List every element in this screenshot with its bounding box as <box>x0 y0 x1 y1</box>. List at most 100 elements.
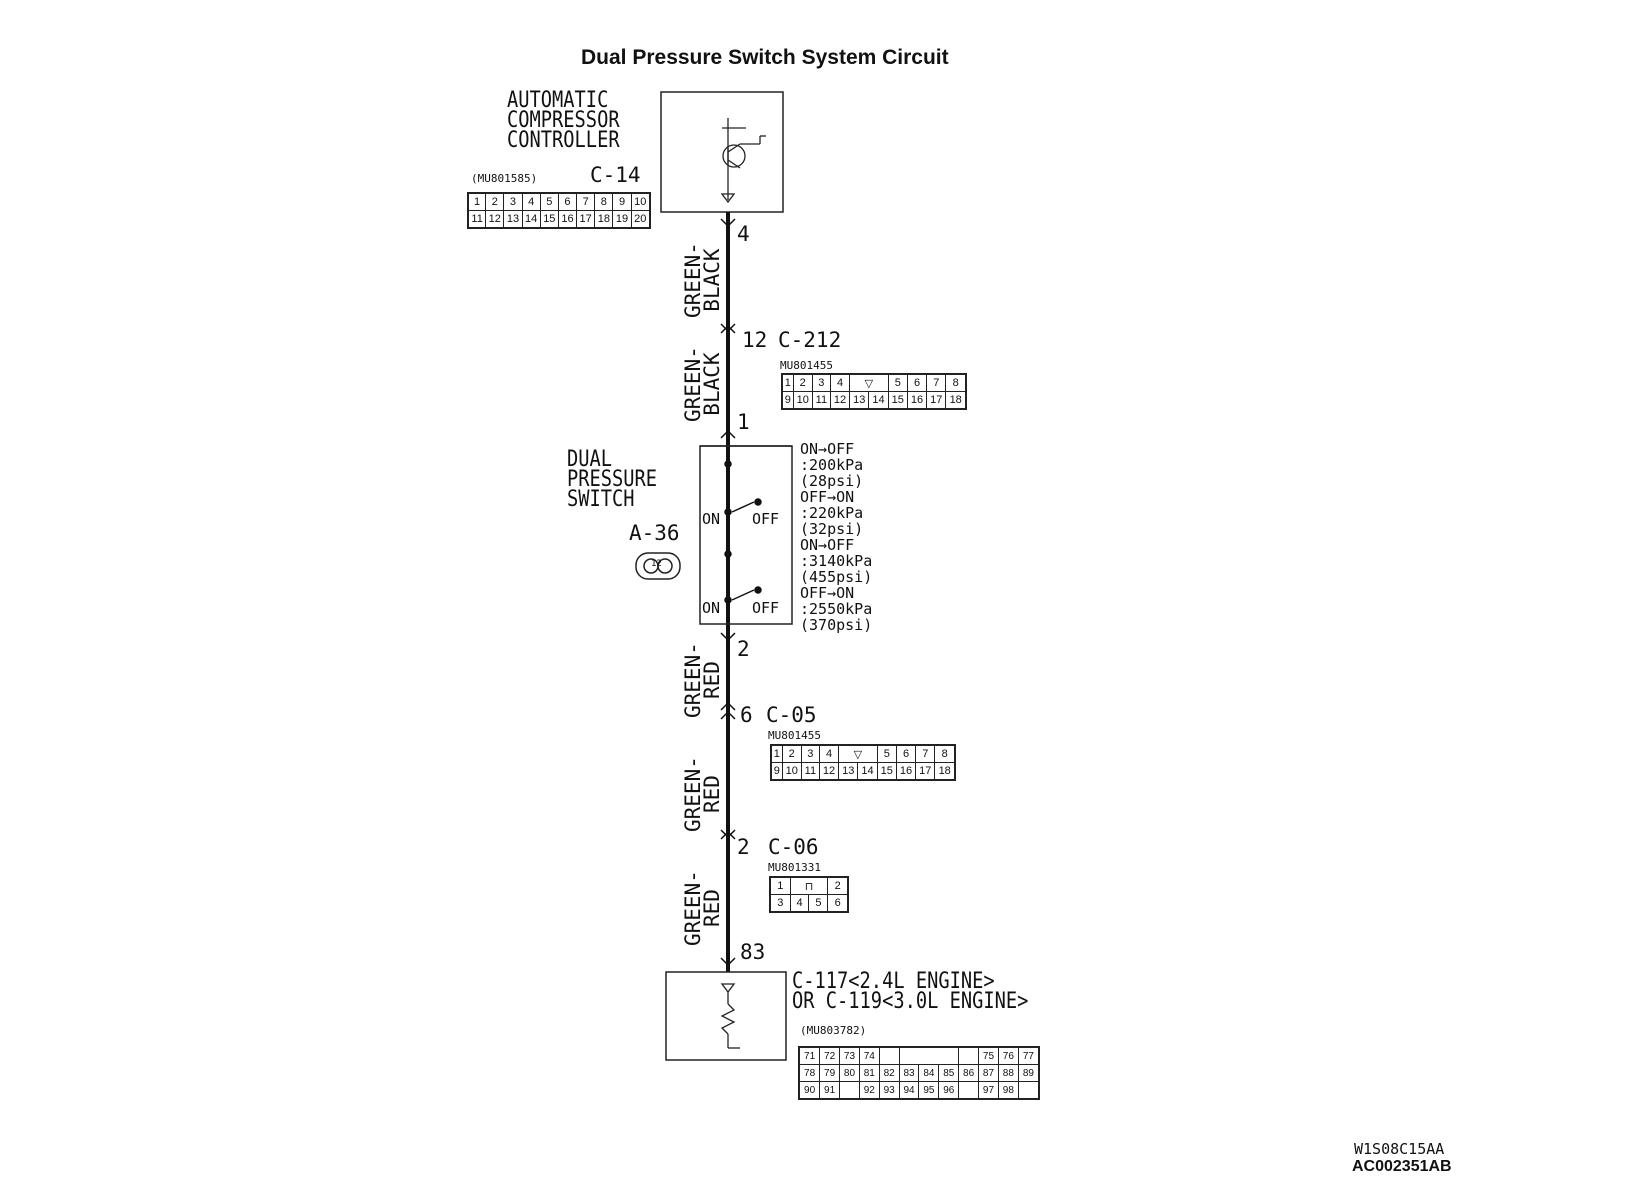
resistor-symbol <box>720 983 740 1049</box>
ecm-part-no: (MU803782) <box>800 1024 867 1037</box>
switch-on-label: ON <box>702 599 721 617</box>
a36-connector-pins: 12 <box>651 559 662 569</box>
pin-cell: 81 <box>858 1064 880 1082</box>
pin-cell: 5 <box>887 373 908 392</box>
connector-marks <box>720 218 736 967</box>
pin-cell: 73 <box>839 1046 860 1065</box>
pin-cell: 14 <box>857 762 878 781</box>
key-cell: ▽ <box>849 373 889 392</box>
pin-cell: 15 <box>887 391 908 410</box>
label-line: AUTOMATIC <box>507 88 609 113</box>
pin-cell: 95 <box>918 1081 940 1100</box>
compressor-controller-label: AUTOMATIC COMPRESSOR CONTROLLER <box>507 88 620 153</box>
pin-cell: 16 <box>906 391 928 410</box>
pin-cell: 96 <box>938 1081 960 1100</box>
pin-cell: 75 <box>978 1046 999 1065</box>
pin-cell: 18 <box>945 391 967 410</box>
pin-cell: 90 <box>798 1081 821 1100</box>
pin-cell: 78 <box>798 1064 821 1082</box>
pin-cell: 2 <box>827 876 849 895</box>
c212-pin-top: 12 <box>742 328 768 352</box>
a36-connector-icon <box>635 552 681 580</box>
label-line: CONTROLLER <box>507 128 620 153</box>
pin-cell: 2 <box>781 744 802 763</box>
pin-cell: 8 <box>594 192 614 211</box>
pin-cell: 11 <box>467 210 487 229</box>
pin-cell: 85 <box>938 1064 960 1082</box>
key-cell <box>898 1046 960 1065</box>
pin-cell: 3 <box>800 744 820 763</box>
pin-cell: 1 <box>770 744 783 763</box>
pin-cell: 17 <box>926 391 947 410</box>
wire-color-label: GREEN-BLACK <box>681 346 724 422</box>
pin-cell: 71 <box>798 1046 821 1065</box>
pin-cell: 4 <box>789 894 810 913</box>
blank-cell <box>879 1047 899 1065</box>
pin-cell: 16 <box>895 762 917 781</box>
pin-cell: 3 <box>769 894 791 913</box>
pin-cell: 1 <box>781 373 794 392</box>
pin-cell: 84 <box>918 1064 940 1082</box>
ecm-box <box>665 971 787 1061</box>
pin-cell: 94 <box>898 1081 920 1100</box>
figure-id: AC002351AB <box>1352 1158 1452 1175</box>
pin-cell: 9 <box>612 192 632 211</box>
pin-cell: 18 <box>594 210 614 229</box>
pin-cell: 5 <box>539 192 559 211</box>
pin-cell: 12 <box>485 210 505 229</box>
pin-cell: 13 <box>838 762 859 781</box>
switch-off-label: OFF <box>752 599 780 617</box>
wire-color-label: GREEN-RED <box>681 642 724 718</box>
pin-cell: 17 <box>576 210 596 229</box>
pin-cell: 3 <box>503 192 523 211</box>
pin-cell: 9 <box>781 391 794 410</box>
switch-on-label: ON <box>702 510 721 528</box>
transistor-symbol <box>720 118 766 204</box>
key-cell: ▽ <box>838 744 878 763</box>
blank-cell <box>1018 1082 1039 1100</box>
label-line: PRESSURE <box>567 467 658 492</box>
wire-color-label: GREEN-BLACK <box>681 242 724 318</box>
page-title: Dual Pressure Switch System Circuit <box>581 46 949 69</box>
c06-connector-id: C-06 <box>768 835 819 859</box>
label-line: SWITCH <box>567 487 635 512</box>
blank-cell <box>959 1082 979 1100</box>
pin-cell: 89 <box>1017 1064 1040 1082</box>
pin-cell: 20 <box>630 210 651 229</box>
pin-cell: 74 <box>858 1046 880 1065</box>
pin-cell: 9 <box>770 762 783 781</box>
blank-cell <box>959 1047 979 1065</box>
pin-cell: 16 <box>557 210 578 229</box>
label-line: COMPRESSOR <box>507 108 620 133</box>
blank-cell <box>840 1082 860 1100</box>
pin-cell: 83 <box>898 1064 920 1082</box>
a36-connector-id: A-36 <box>629 521 680 545</box>
pin-cell: 91 <box>819 1081 841 1100</box>
pin-cell: 5 <box>876 744 897 763</box>
pin-cell: 92 <box>858 1081 880 1100</box>
pin-cell: 82 <box>878 1064 900 1082</box>
pin-cell: 18 <box>934 762 956 781</box>
pin-cell: 4 <box>818 744 840 763</box>
pin-cell: 4 <box>829 373 851 392</box>
wire-color-label: GREEN-RED <box>681 870 724 946</box>
pin-cell: 19 <box>612 210 632 229</box>
pin-cell: 4 <box>521 192 541 211</box>
pin-cell: 6 <box>906 373 928 392</box>
pin-cell: 12 <box>829 391 851 410</box>
pin-cell: 93 <box>878 1081 900 1100</box>
wire-color-label: GREEN-RED <box>681 756 724 832</box>
switch-contacts <box>724 460 762 604</box>
c05-connector-id: C-05 <box>766 703 817 727</box>
pin-cell: 6 <box>827 894 849 913</box>
pin-cell: 5 <box>808 894 829 913</box>
pin-cell: 14 <box>868 391 889 410</box>
pressure-specs: ON→OFF:200kPa(28psi) OFF→ON:220kPa(32psi… <box>800 440 873 634</box>
pin-cell: 76 <box>997 1046 1019 1065</box>
dual-pressure-switch-label: DUAL PRESSURE SWITCH <box>567 449 658 512</box>
dual-pressure-switch-box <box>699 445 793 625</box>
pin-cell: 12 <box>818 762 840 781</box>
